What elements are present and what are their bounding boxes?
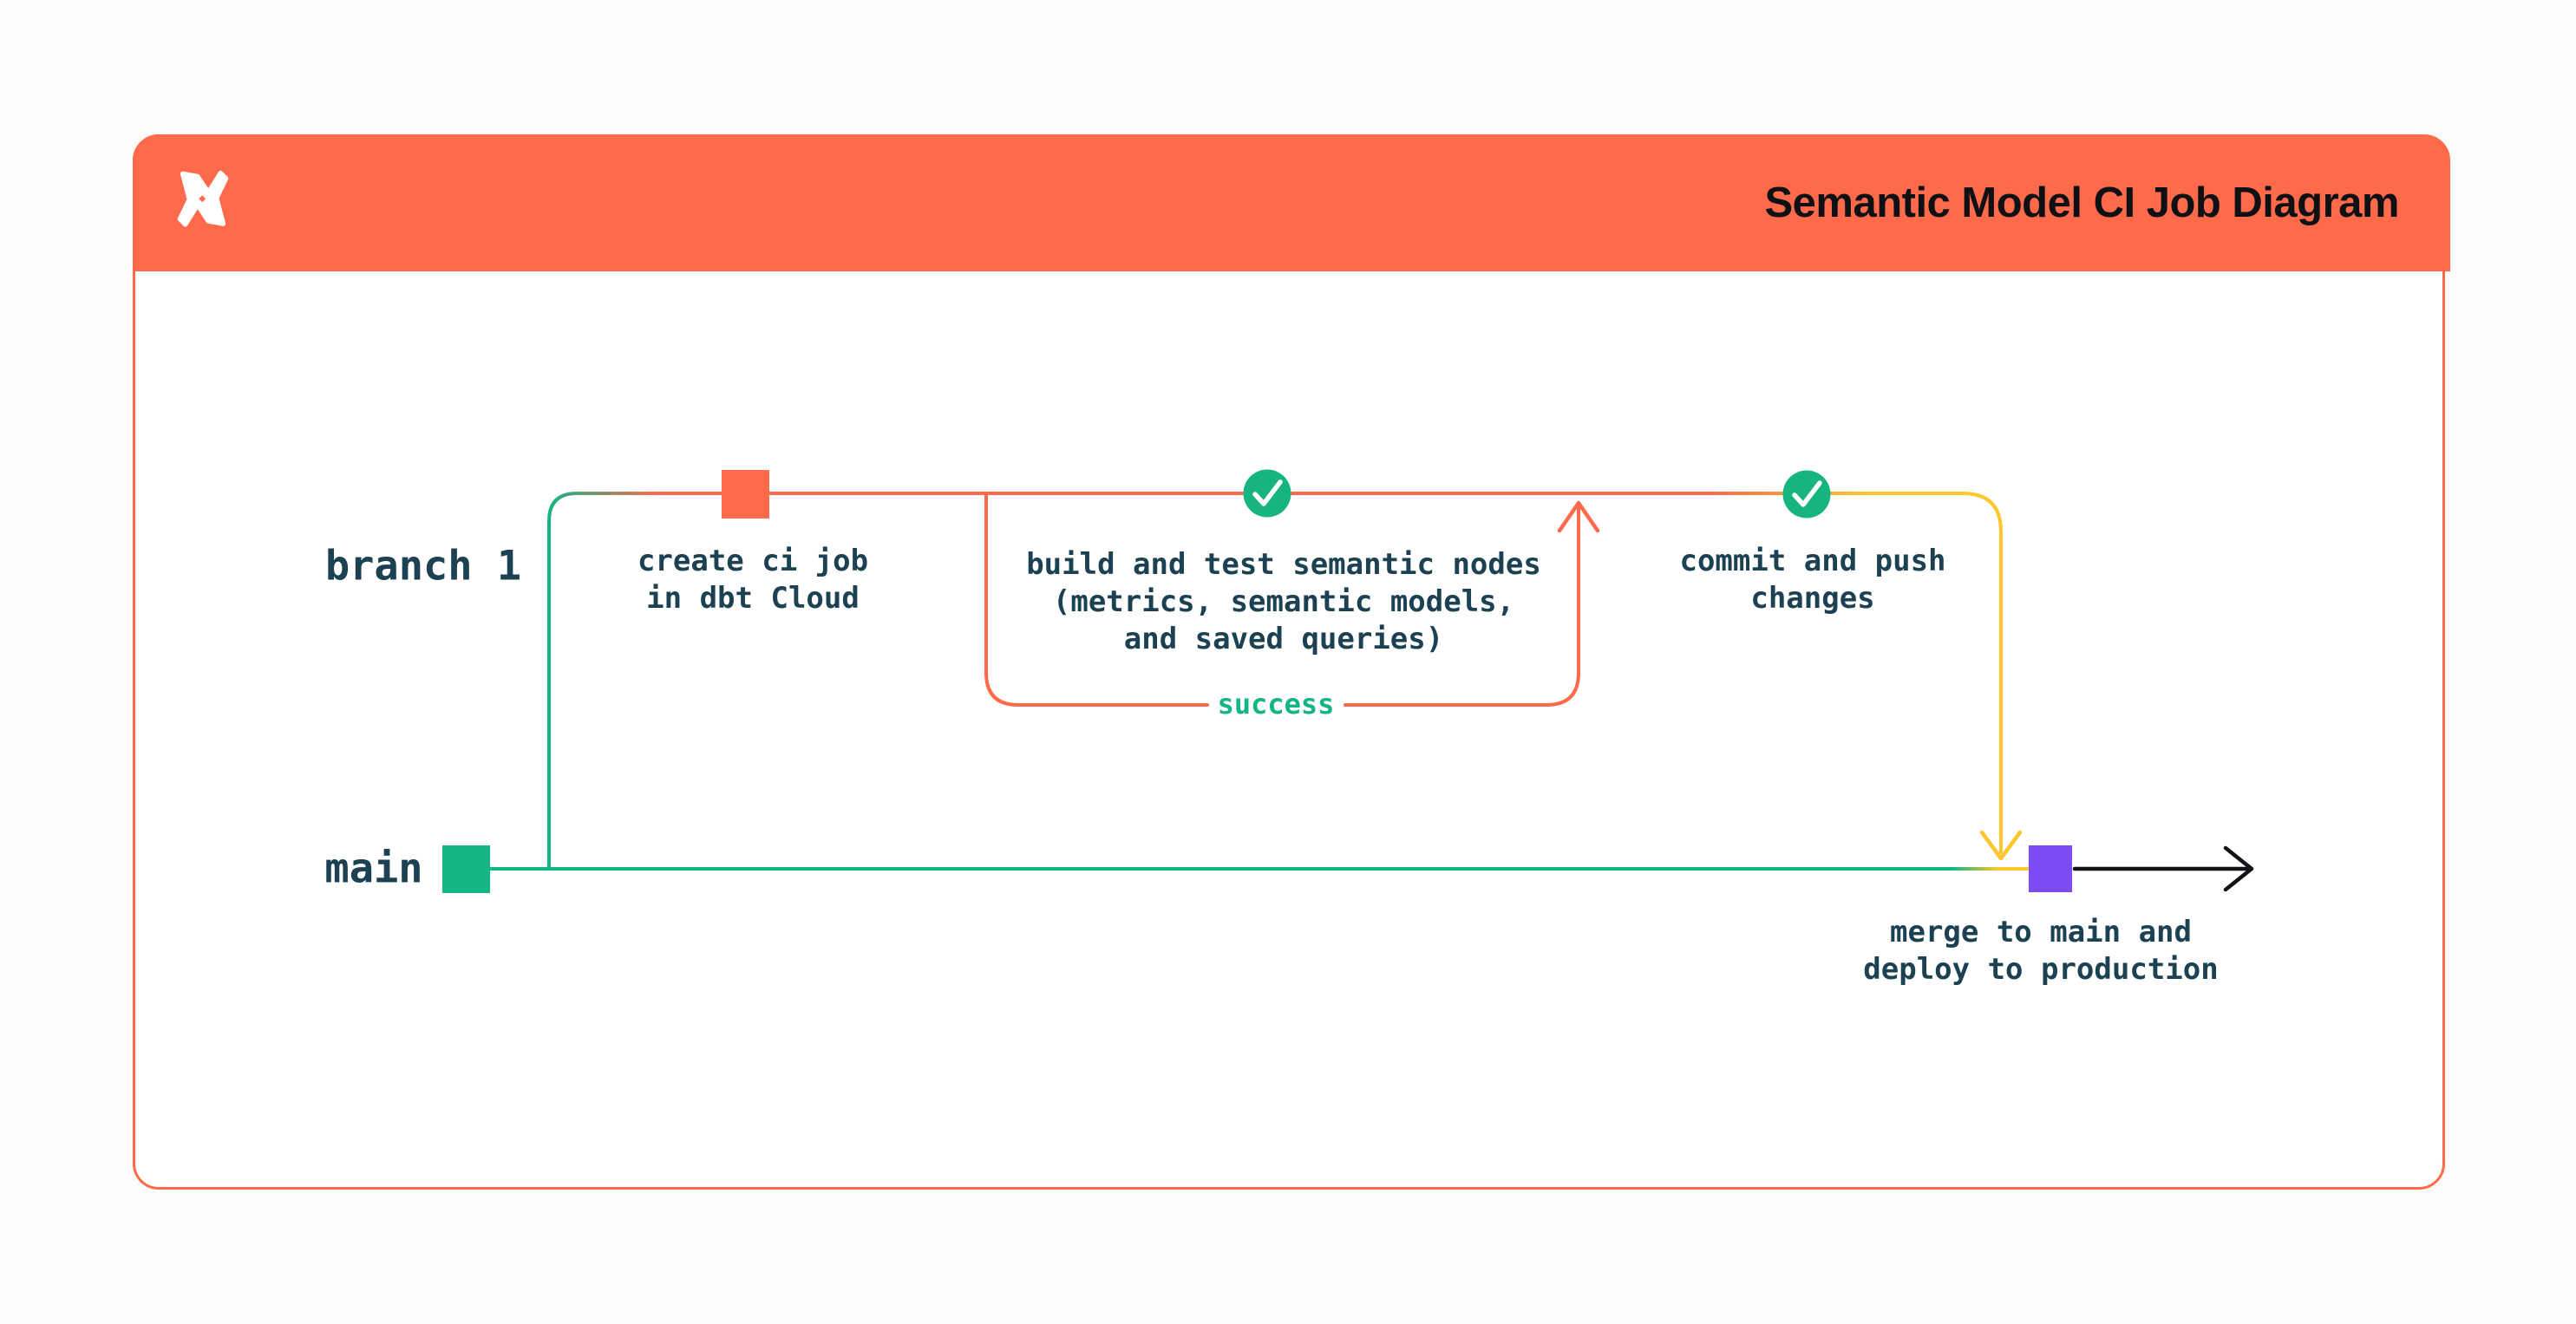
success-loop-right [1344, 506, 1580, 707]
success-loop-left [984, 493, 1209, 707]
branch-line [547, 492, 2003, 869]
success-label: success [1217, 688, 1335, 721]
build-test-check-icon [1252, 479, 1283, 506]
node-label-line: commit and push [1679, 544, 1946, 578]
deploy-arrowhead-icon [2223, 845, 2254, 892]
merge-commit-square [2029, 845, 2072, 892]
node-label-line: merge to main and [1890, 915, 2192, 949]
node-label-create-ci-job: create ci job in dbt Cloud [637, 543, 868, 617]
node-label-line: and saved queries) [1123, 622, 1444, 656]
main-label: main [324, 845, 423, 893]
build-test-check-circle [1243, 469, 1291, 518]
page-title: Semantic Model CI Job Diagram [1764, 179, 2399, 226]
node-label-commit-push: commit and push changes [1679, 543, 1945, 617]
dbt-logo-icon [169, 166, 237, 233]
merge-arrowhead-icon [1979, 830, 2023, 861]
main-commit-square [442, 845, 490, 893]
create-ci-job-commit-square [722, 470, 769, 519]
node-label-merge-deploy: merge to main and deploy to production [1863, 914, 2218, 988]
commit-push-check-icon [1792, 480, 1822, 507]
success-loop-arrowhead-icon [1557, 500, 1600, 533]
diagram-card: Semantic Model CI Job Diagram [133, 134, 2450, 1190]
node-label-line: deploy to production [1863, 952, 2219, 987]
branch-1-label: branch 1 [324, 542, 522, 590]
node-label-build-test: build and test semantic nodes (metrics, … [1026, 546, 1541, 658]
node-label-line: create ci job [637, 544, 869, 578]
card-header: Semantic Model CI Job Diagram [133, 134, 2450, 271]
node-label-line: (metrics, semantic models, [1052, 584, 1515, 619]
node-label-line: build and test semantic nodes [1026, 547, 1541, 582]
node-label-line: changes [1750, 581, 1875, 616]
node-label-line: in dbt Cloud [646, 581, 860, 616]
commit-push-check-circle [1782, 470, 1831, 519]
